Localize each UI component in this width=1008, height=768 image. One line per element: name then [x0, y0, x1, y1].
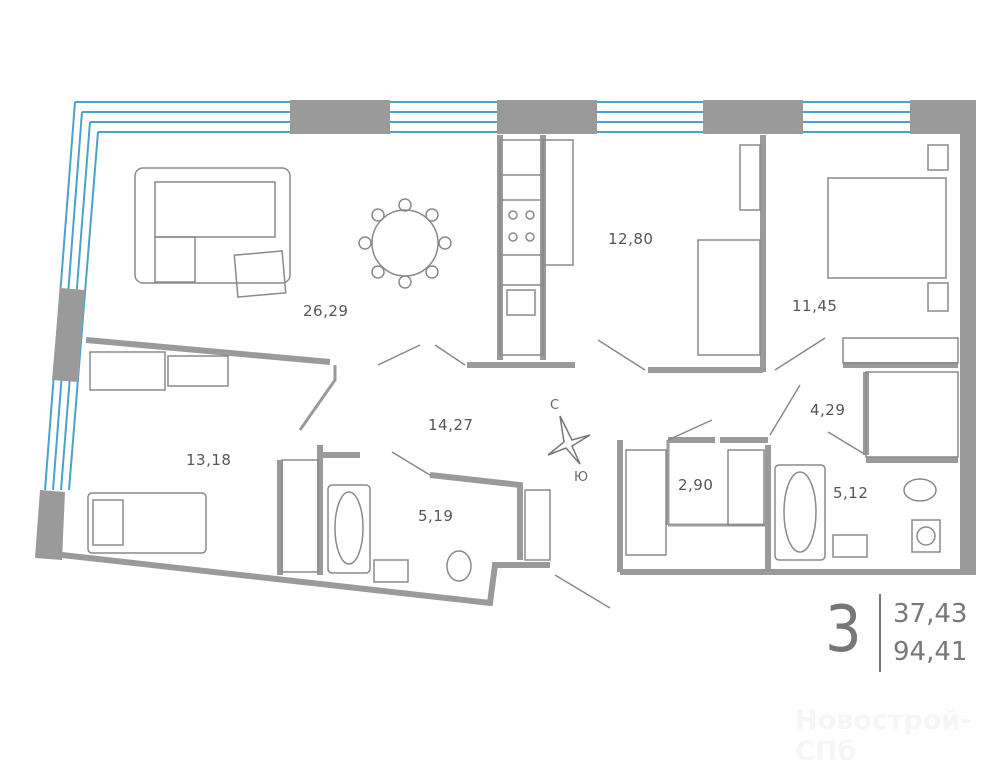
- compass-south-label: Ю: [574, 470, 589, 485]
- room-area-corridor: 4,29: [810, 401, 846, 419]
- room-area-living: 26,29: [303, 302, 349, 320]
- room-area-bedroom-2: 11,45: [792, 297, 838, 315]
- room-area-bathroom-2: 5,12: [833, 484, 869, 502]
- room-area-bathroom-1: 5,19: [418, 507, 454, 525]
- doors: [377, 337, 867, 609]
- room-count: 3: [825, 593, 862, 667]
- room-area-hallway: 14,27: [428, 416, 474, 434]
- watermark: Новострой-СПб: [795, 705, 972, 767]
- wall-piers: [35, 100, 976, 575]
- room-area-bedroom-1: 12,80: [608, 230, 654, 248]
- room-area-bedroom-3: 13,18: [186, 451, 232, 469]
- furniture: [87, 139, 959, 583]
- room-area-wardrobe: 2,90: [678, 476, 714, 494]
- windows: [44, 101, 975, 491]
- compass-icon: [547, 415, 591, 465]
- compass-north-label: С: [550, 398, 560, 413]
- total-area: 94,41: [893, 637, 968, 667]
- walls: [61, 135, 963, 607]
- living-area: 37,43: [893, 599, 968, 629]
